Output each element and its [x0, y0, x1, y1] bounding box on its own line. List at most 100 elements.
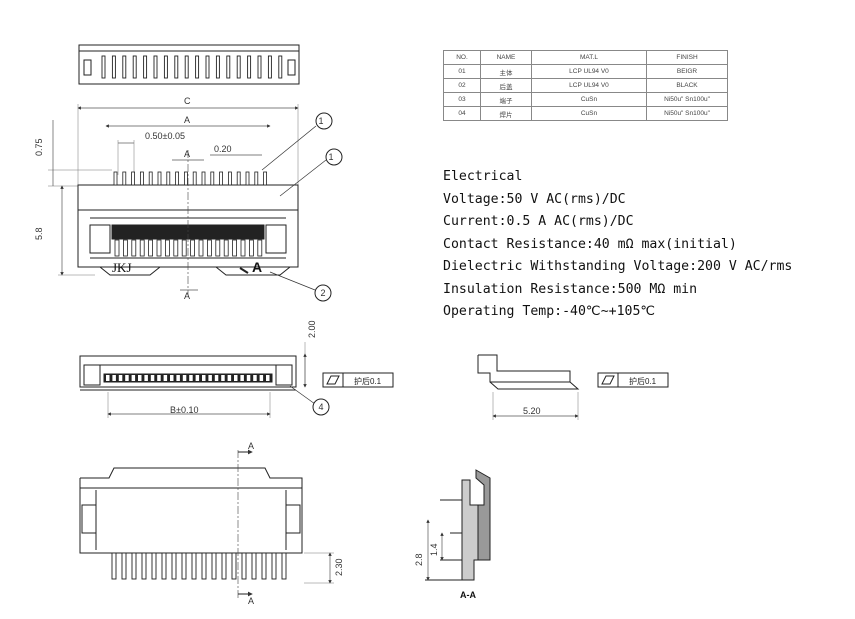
- front-slot: [240, 239, 246, 257]
- balloon-3-circle: [314, 284, 332, 302]
- side-pin: [259, 375, 264, 381]
- bom-cell: 03: [443, 92, 481, 107]
- front-pin: [245, 171, 250, 186]
- front-pin: [192, 171, 197, 186]
- bom-row: 02 后盖 LCP UL94 V0 BLACK: [443, 78, 728, 93]
- bottom-pin: [161, 552, 167, 580]
- bom-cell: 主体: [480, 64, 532, 79]
- front-slot: [139, 239, 145, 257]
- front-slot: [223, 239, 229, 257]
- side-pin: [176, 375, 180, 381]
- spec-temp: Operating Temp:-40℃~+105℃: [443, 304, 656, 319]
- bottom-pin: [271, 552, 277, 580]
- spec-title: Electrical: [443, 169, 523, 184]
- top-pin: [226, 55, 231, 79]
- bottom-pin: [171, 552, 177, 580]
- front-slot: [206, 239, 212, 257]
- cut-a-top: A: [248, 441, 254, 451]
- electrical-spec: Electrical Voltage:50 V AC(rms)/DC Curre…: [443, 166, 792, 324]
- bottom-pin: [201, 552, 207, 580]
- bottom-pin: [221, 552, 227, 580]
- front-view: [48, 104, 327, 295]
- dim-a-small: A: [184, 149, 190, 159]
- bom-cell: 04: [443, 106, 481, 121]
- side-pin: [253, 375, 257, 381]
- bom-row: 01 主体 LCP UL94 V0 BEIGR: [443, 64, 728, 79]
- side-pin: [106, 375, 110, 381]
- side-pin: [202, 375, 206, 381]
- bottom-pin: [141, 552, 147, 580]
- bottom-pin: [231, 552, 237, 580]
- spec-dielectric: Dielectric Withstanding Voltage:200 V AC…: [443, 259, 793, 274]
- top-pin: [247, 55, 252, 79]
- dim-a: A: [184, 115, 190, 125]
- side-pin: [189, 375, 193, 381]
- bom-cell: 01: [443, 64, 481, 79]
- top-pin: [257, 55, 262, 79]
- side-pin: [208, 375, 212, 381]
- bottom-pin: [251, 552, 257, 580]
- front-pin: [139, 171, 144, 186]
- front-pin: [183, 171, 188, 186]
- bom-header: MAT.L: [531, 50, 647, 65]
- front-pin: [122, 171, 127, 186]
- front-pin: [254, 171, 259, 186]
- bom-header: NO.: [443, 50, 481, 65]
- dim-c: C: [184, 96, 191, 106]
- front-pin: [219, 171, 224, 186]
- spec-voltage: Voltage:50 V AC(rms)/DC: [443, 191, 626, 207]
- front-slot: [164, 239, 170, 257]
- side-pin: [214, 375, 219, 381]
- side-pin: [125, 375, 129, 381]
- bottom-pin: [131, 552, 137, 580]
- side-pin: [112, 375, 116, 381]
- balloon-1-circle: [315, 112, 333, 130]
- top-pin: [122, 55, 127, 79]
- side-pin: [195, 375, 200, 381]
- dim-14: 1.4: [429, 543, 439, 556]
- dim-pitch: 0.50±0.05: [145, 131, 185, 141]
- side-pin: [240, 375, 244, 381]
- top-pin: [236, 55, 241, 79]
- front-pin: [175, 171, 180, 186]
- front-pin: [227, 171, 232, 186]
- side-pin: [182, 375, 187, 381]
- balloon-2: 1: [328, 152, 333, 162]
- front-pin: [236, 171, 241, 186]
- cut-a-bottom: A: [248, 596, 254, 606]
- front-slot: [181, 239, 187, 257]
- tolerance-1: 护后0.1: [354, 376, 382, 386]
- bom-cell: CuSn: [531, 92, 647, 107]
- section-view: [425, 469, 491, 581]
- dim-075: 0.75: [34, 138, 44, 156]
- tolerance-2: 护后0.1: [629, 376, 657, 386]
- bottom-pin: [151, 552, 157, 580]
- balloon-1: 1: [318, 116, 323, 126]
- bom-cell: BEIGR: [646, 64, 728, 79]
- side-pin: [227, 375, 232, 381]
- top-pin: [132, 55, 137, 79]
- front-pin: [210, 171, 215, 186]
- front-pin: [131, 171, 136, 186]
- front-pin: [201, 171, 206, 186]
- bom-header: FINISH: [646, 50, 728, 65]
- top-pin: [153, 55, 158, 79]
- side-pin: [157, 375, 161, 381]
- dim-200: 2.00: [307, 320, 317, 338]
- bom-table: NO. NAME MAT.L FINISH 01 主体 LCP UL94 V0 …: [443, 50, 728, 121]
- front-pin: [263, 171, 268, 186]
- top-pin: [278, 55, 283, 79]
- bom-cell: Ni50u" Sn100u": [646, 92, 728, 107]
- top-pin: [184, 55, 189, 79]
- dim-58: 5.8: [34, 227, 44, 240]
- front-slot: [215, 239, 221, 257]
- section-title: A-A: [460, 590, 476, 600]
- bom-header: NAME: [480, 50, 532, 65]
- front-pin: [113, 171, 118, 186]
- side-pin: [163, 375, 168, 381]
- front-pin: [148, 171, 153, 186]
- bom-row: 04 焊片 CuSn Ni50u" Sn100u": [443, 106, 728, 121]
- front-slot: [114, 239, 120, 257]
- front-slot: [173, 239, 179, 257]
